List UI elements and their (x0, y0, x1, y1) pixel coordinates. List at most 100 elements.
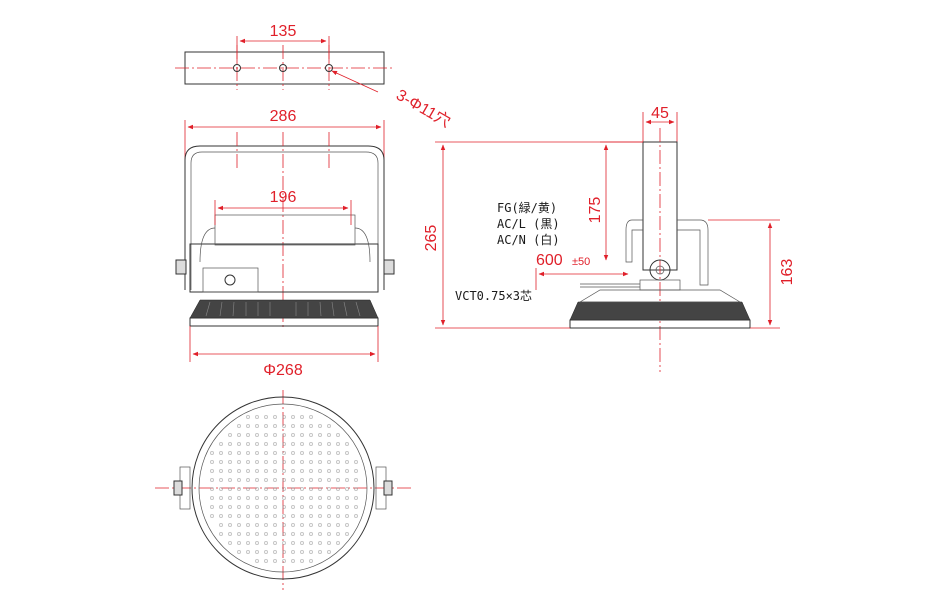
led-dot (255, 505, 259, 509)
led-dot (291, 541, 295, 545)
led-dot (228, 487, 232, 491)
bottom-bolt-right (383, 480, 393, 496)
led-dot (246, 442, 250, 446)
led-dot (210, 487, 214, 491)
led-dot (282, 541, 286, 545)
led-dot (282, 460, 286, 464)
led-dot (291, 559, 295, 563)
led-dot (273, 424, 277, 428)
mount-hole-center (279, 64, 287, 72)
led-dot (291, 433, 295, 437)
led-dot (336, 541, 340, 545)
led-dot (237, 514, 241, 518)
dim-stem-width: 45 (651, 105, 669, 122)
led-dot (246, 478, 250, 482)
led-dot (228, 469, 232, 473)
led-dot (309, 442, 313, 446)
led-dot (237, 433, 241, 437)
led-dot (282, 523, 286, 527)
led-dot (210, 460, 214, 464)
led-dot (345, 532, 349, 536)
led-dot (300, 451, 304, 455)
led-dot (282, 451, 286, 455)
led-dot (336, 514, 340, 518)
led-dot (237, 478, 241, 482)
led-dot (291, 460, 295, 464)
led-dot (309, 550, 313, 554)
led-dot (309, 460, 313, 464)
led-dot (309, 451, 313, 455)
dim-body-diameter: Φ268 (263, 362, 303, 379)
led-dot (255, 424, 259, 428)
wire-acl-label: AC/L (黒) (497, 217, 560, 231)
led-dot (300, 478, 304, 482)
led-dot (336, 496, 340, 500)
led-dot (327, 532, 331, 536)
led-dot (246, 532, 250, 536)
led-dot (327, 541, 331, 545)
led-dot (345, 523, 349, 527)
led-dot (210, 478, 214, 482)
led-dot (237, 496, 241, 500)
led-dot (228, 478, 232, 482)
led-dot (291, 424, 295, 428)
led-array (210, 415, 358, 563)
led-dot (255, 523, 259, 527)
led-dot (255, 514, 259, 518)
led-dot (327, 523, 331, 527)
led-dot (273, 523, 277, 527)
led-dot (282, 478, 286, 482)
led-dot (300, 460, 304, 464)
led-dot (318, 550, 322, 554)
led-dot (300, 541, 304, 545)
top-view: 135 3-Φ11穴 (175, 23, 454, 131)
led-dot (300, 505, 304, 509)
front-view: 286 196 (175, 108, 395, 379)
led-dot (336, 442, 340, 446)
led-dot (291, 487, 295, 491)
led-dot (354, 487, 358, 491)
led-dot (255, 550, 259, 554)
led-dot (246, 424, 250, 428)
led-dot (255, 487, 259, 491)
lamp-lens (198, 403, 368, 573)
led-dot (345, 478, 349, 482)
led-dot (264, 550, 268, 554)
led-dot (264, 523, 268, 527)
led-dot (336, 469, 340, 473)
led-dot (264, 451, 268, 455)
wire-acn-label: AC/N (白) (497, 232, 560, 247)
led-dot (309, 496, 313, 500)
led-dot (255, 478, 259, 482)
led-dot (300, 532, 304, 536)
led-dot (264, 496, 268, 500)
led-dot (237, 424, 241, 428)
led-dot (264, 478, 268, 482)
led-dot (255, 496, 259, 500)
led-dot (327, 487, 331, 491)
led-dot (300, 487, 304, 491)
lamp-body-outer (191, 396, 375, 580)
dim-side-height: 163 (779, 259, 796, 286)
led-dot (264, 514, 268, 518)
led-dot (246, 487, 250, 491)
led-dot (318, 424, 322, 428)
led-dot (237, 541, 241, 545)
led-dot (327, 424, 331, 428)
led-dot (228, 451, 232, 455)
led-dot (354, 496, 358, 500)
led-dot (291, 532, 295, 536)
led-dot (237, 487, 241, 491)
led-dot (336, 451, 340, 455)
led-dot (336, 532, 340, 536)
led-dot (219, 469, 223, 473)
led-dot (264, 442, 268, 446)
led-dot (282, 424, 286, 428)
dim-bracket-width: 286 (270, 108, 297, 125)
led-dot (300, 559, 304, 563)
led-dot (309, 532, 313, 536)
led-dot (354, 460, 358, 464)
led-dot (354, 505, 358, 509)
led-dot (282, 550, 286, 554)
led-dot (273, 415, 277, 419)
